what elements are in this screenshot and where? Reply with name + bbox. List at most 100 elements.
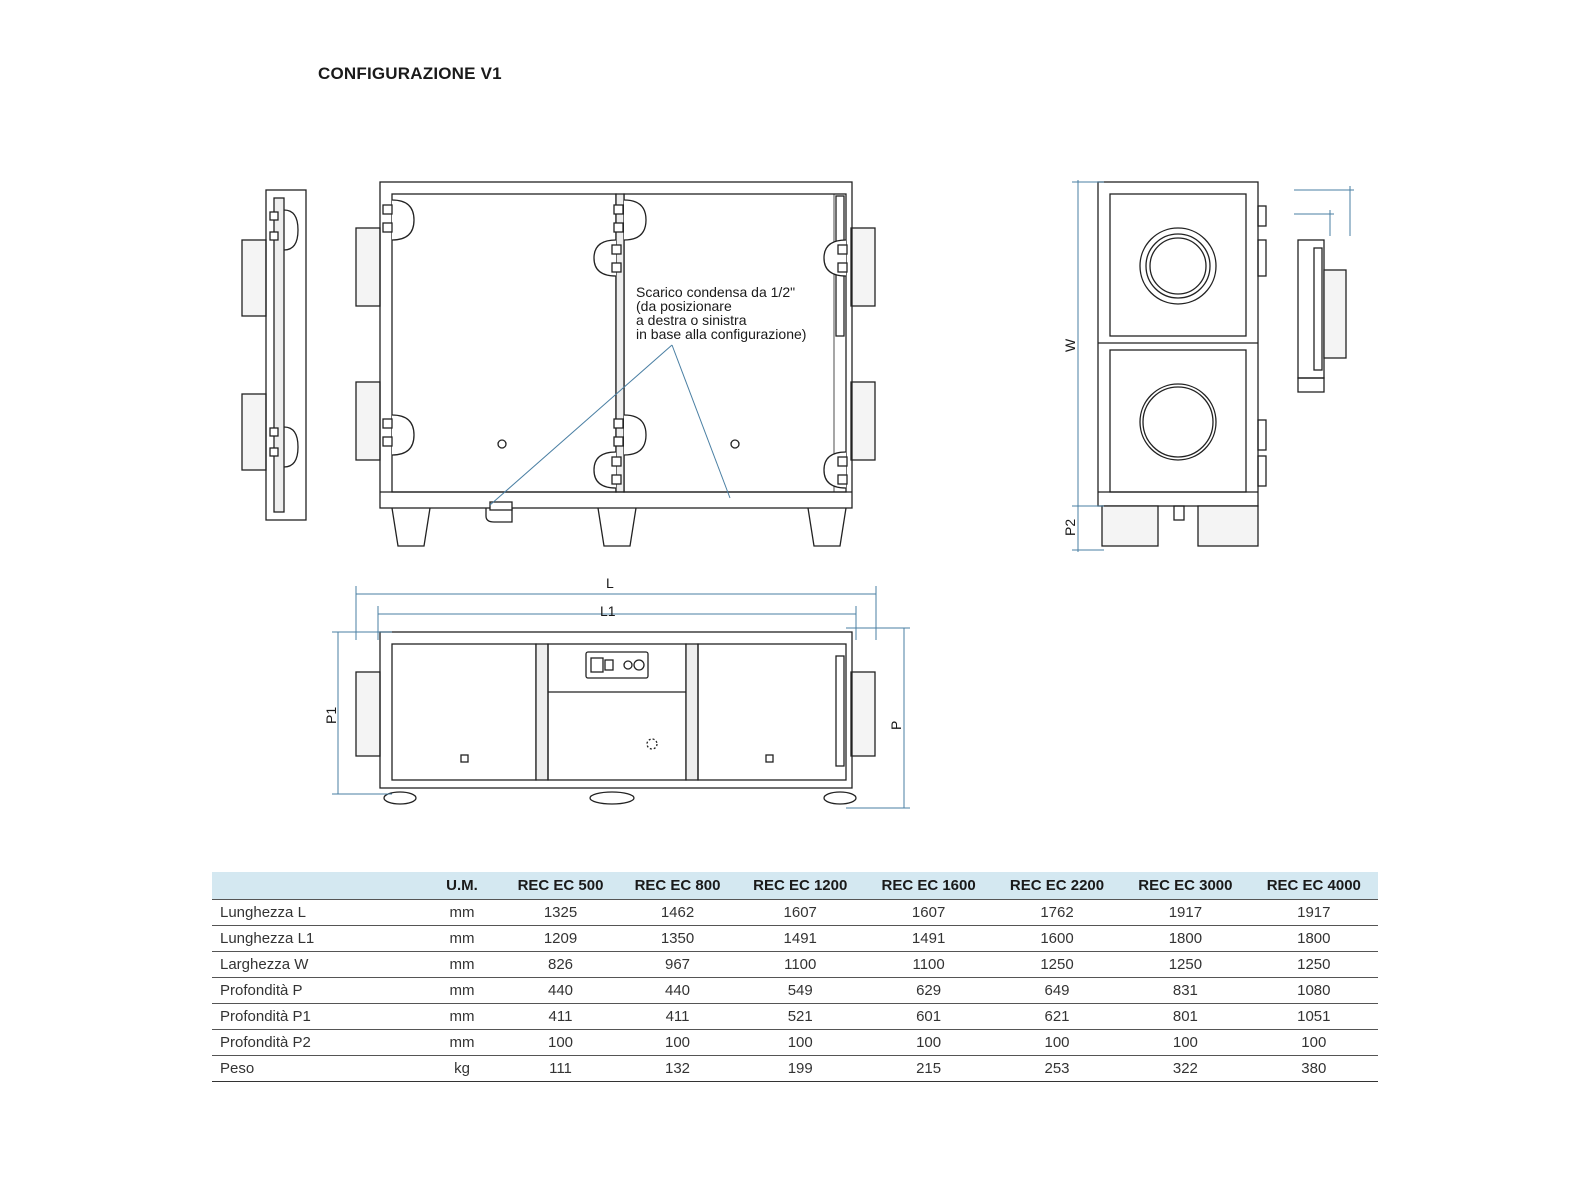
table-cell: 111 <box>502 1055 620 1082</box>
right-side-view <box>1097 181 1347 547</box>
table-header: REC EC 2200 <box>992 872 1122 900</box>
table-cell: Lunghezza L <box>212 899 422 926</box>
table-cell: 215 <box>864 1055 993 1082</box>
table-header-row: U.M. REC EC 500 REC EC 800 REC EC 1200 R… <box>212 872 1378 900</box>
top-view <box>355 631 876 805</box>
table-cell: 1762 <box>992 899 1122 926</box>
table-cell: 1800 <box>1249 925 1378 952</box>
table-header: REC EC 1600 <box>864 872 993 900</box>
table-cell: 826 <box>502 951 620 978</box>
table-cell: 1491 <box>864 925 993 952</box>
table-cell: 1209 <box>502 925 620 952</box>
table-header: REC EC 800 <box>619 872 737 900</box>
table-cell: 1325 <box>502 899 620 926</box>
table-cell: 132 <box>619 1055 737 1082</box>
dimension-label-p2: P2 <box>1062 519 1078 536</box>
table-cell: Profondità P1 <box>212 1003 422 1030</box>
table-cell: 411 <box>619 1003 737 1030</box>
table-cell: 831 <box>1121 977 1250 1004</box>
table-cell: mm <box>422 977 502 1004</box>
table-cell: Profondità P <box>212 977 422 1004</box>
table-cell: 253 <box>992 1055 1122 1082</box>
table-cell: 801 <box>1121 1003 1250 1030</box>
table-cell: 100 <box>992 1029 1122 1056</box>
table-cell: Larghezza W <box>212 951 422 978</box>
table-cell: 1917 <box>1121 899 1250 926</box>
table-cell: 100 <box>736 1029 865 1056</box>
table-row: Profondità P mm 440 440 549 629 649 831 … <box>212 977 1378 1004</box>
table-row: Profondità P1 mm 411 411 521 601 621 801… <box>212 1003 1378 1030</box>
table-cell: 1491 <box>736 925 865 952</box>
condensate-note-line-3: a destra o sinistra <box>636 312 747 328</box>
table-cell: 1100 <box>864 951 993 978</box>
table-cell: 1800 <box>1121 925 1250 952</box>
table-cell: 1250 <box>992 951 1122 978</box>
condensate-note-line-4: in base alla configurazione) <box>636 326 806 342</box>
table-cell: 629 <box>864 977 993 1004</box>
table-cell: 411 <box>502 1003 620 1030</box>
table-cell: 380 <box>1249 1055 1378 1082</box>
table-cell: 1607 <box>864 899 993 926</box>
table-header: REC EC 3000 <box>1121 872 1250 900</box>
table-cell: 100 <box>502 1029 620 1056</box>
table-cell: 100 <box>1249 1029 1378 1056</box>
table-cell: 1600 <box>992 925 1122 952</box>
table-cell: mm <box>422 1003 502 1030</box>
table-cell: 1350 <box>619 925 737 952</box>
table-cell: 1051 <box>1249 1003 1378 1030</box>
table-cell: 1607 <box>736 899 865 926</box>
table-cell: 100 <box>619 1029 737 1056</box>
table-cell: 1250 <box>1249 951 1378 978</box>
table-header: REC EC 1200 <box>736 872 865 900</box>
dimension-label-w: W <box>1062 338 1078 352</box>
table-cell: Lunghezza L1 <box>212 925 422 952</box>
table-cell: mm <box>422 951 502 978</box>
table-cell: 1250 <box>1121 951 1250 978</box>
table-cell: 649 <box>992 977 1122 1004</box>
table-cell: 601 <box>864 1003 993 1030</box>
table-cell: 1917 <box>1249 899 1378 926</box>
table-row: Peso kg 111 132 199 215 253 322 380 <box>212 1055 1378 1082</box>
table-cell: 967 <box>619 951 737 978</box>
condensate-note-line-2: (da posizionare <box>636 298 732 314</box>
table-row: Larghezza W mm 826 967 1100 1100 1250 12… <box>212 951 1378 978</box>
dimension-label-l: L <box>606 575 614 591</box>
table-cell: kg <box>422 1055 502 1082</box>
table-header: REC EC 4000 <box>1249 872 1378 900</box>
table-cell: 440 <box>502 977 620 1004</box>
table-cell: 549 <box>736 977 865 1004</box>
table-cell: mm <box>422 899 502 926</box>
condensate-note-line-1: Scarico condensa da 1/2" <box>636 284 795 300</box>
left-side-view <box>241 189 307 521</box>
dimension-label-l1: L1 <box>600 603 616 619</box>
table-cell: 621 <box>992 1003 1122 1030</box>
dimension-lines <box>332 586 910 809</box>
table-row: Lunghezza L mm 1325 1462 1607 1607 1762 … <box>212 899 1378 926</box>
note-leader-lines <box>489 344 731 506</box>
dimension-label-p: P <box>888 721 904 730</box>
table-cell: 440 <box>619 977 737 1004</box>
table-cell: 199 <box>736 1055 865 1082</box>
table-header: REC EC 500 <box>502 872 620 900</box>
table-row: Lunghezza L1 mm 1209 1350 1491 1491 1600… <box>212 925 1378 952</box>
table-cell: 1462 <box>619 899 737 926</box>
table-cell: mm <box>422 1029 502 1056</box>
right-view-dimension-lines <box>1072 180 1354 552</box>
table-cell: 1080 <box>1249 977 1378 1004</box>
dimensions-table: U.M. REC EC 500 REC EC 800 REC EC 1200 R… <box>212 872 1378 1082</box>
table-cell: 100 <box>1121 1029 1250 1056</box>
table-cell: 322 <box>1121 1055 1250 1082</box>
table-cell: 521 <box>736 1003 865 1030</box>
table-cell: 100 <box>864 1029 993 1056</box>
table-row: Profondità P2 mm 100 100 100 100 100 100… <box>212 1029 1378 1056</box>
table-header <box>212 872 422 900</box>
table-cell: Profondità P2 <box>212 1029 422 1056</box>
front-view <box>355 181 876 547</box>
table-header: U.M. <box>422 872 502 900</box>
table-cell: 1100 <box>736 951 865 978</box>
dimension-label-p1: P1 <box>323 707 339 724</box>
table-cell: mm <box>422 925 502 952</box>
table-cell: Peso <box>212 1055 422 1082</box>
page-title: CONFIGURAZIONE V1 <box>318 64 502 83</box>
